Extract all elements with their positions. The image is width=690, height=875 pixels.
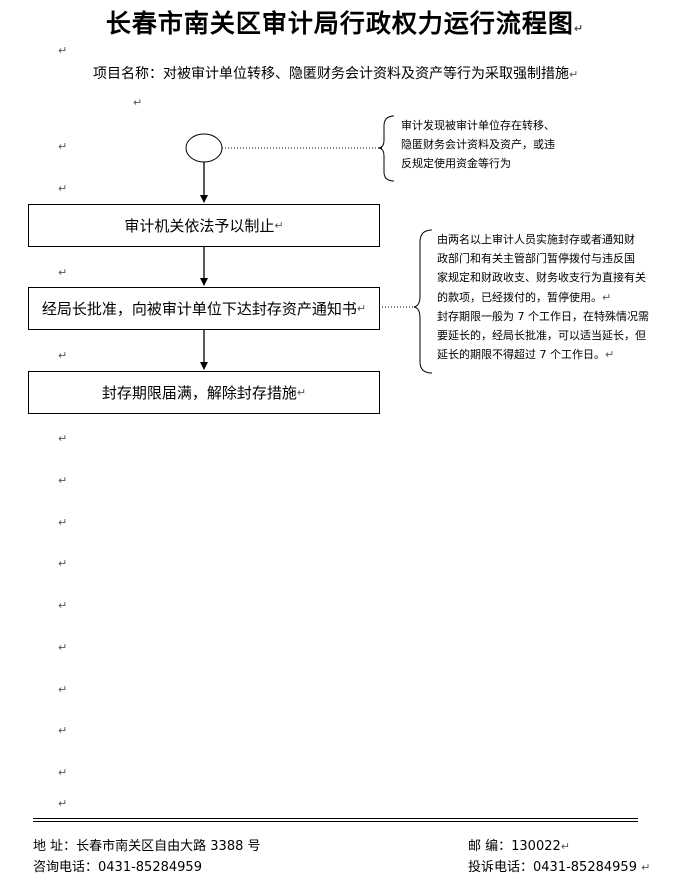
process-box-seal-notice: 经局长批准，向被审计单位下达封存资产通知书↵ <box>28 287 380 330</box>
paragraph-mark: ↵ <box>605 348 615 362</box>
paragraph-mark: ↵ <box>58 683 68 696</box>
seal-note-line: 要延长的，经局长批准，可以适当延长，但 <box>437 329 646 343</box>
seal-note-line: 的款项，已经拨付的，暂停使用。 <box>437 290 602 304</box>
paragraph-mark: ↵ <box>58 474 68 487</box>
paragraph-mark: ↵ <box>58 516 68 529</box>
complaint-label: 投诉电话： <box>468 860 534 875</box>
paragraph-mark: ↵ <box>58 557 68 570</box>
seal-note-line: 由两名以上审计人员实施封存或者通知财 <box>437 233 635 246</box>
footer-consult-phone: 咨询电话：0431-85284959 <box>33 856 202 875</box>
postcode-value: 130022 <box>511 839 561 854</box>
paragraph-mark: ↵ <box>296 386 307 399</box>
paragraph-mark: ↵ <box>58 266 68 279</box>
paragraph-mark: ↵ <box>58 432 68 445</box>
paragraph-mark: ↵ <box>58 641 68 654</box>
project-line: 项目名称：对被审计单位转移、隐匿财务会计资料及资产等行为采取强制措施↵ <box>93 63 578 83</box>
start-note-brace <box>377 115 395 182</box>
start-note-line: 审计发现被审计单位存在转移、 <box>401 119 555 132</box>
paragraph-mark: ↵ <box>356 302 367 315</box>
step-label: 封存期限届满，解除封存措施 <box>101 384 297 402</box>
step-label: 经局长批准，向被审计单位下达封存资产通知书 <box>41 300 357 318</box>
paragraph-mark: ↵ <box>58 599 68 612</box>
footer-rule <box>33 818 638 819</box>
footer-complaint-phone: 投诉电话：0431-85284959 ↵ <box>468 856 650 875</box>
step-label: 审计机关依法予以制止 <box>124 217 275 235</box>
seal-note: 由两名以上审计人员实施封存或者通知财 政部门和有关主管部门暂停拨付与违反国 家规… <box>437 230 649 364</box>
start-note-line: 反规定使用资金等行为 <box>401 157 511 170</box>
paragraph-mark: ↵ <box>569 68 579 81</box>
start-note: 审计发现被审计单位存在转移、 隐匿财务会计资料及资产，或违 反规定使用资金等行为 <box>401 116 555 173</box>
seal-note-line: 封存期限一般为 7 个工作日，在特殊情况需 <box>437 309 649 323</box>
paragraph-mark: ↵ <box>58 724 68 737</box>
paragraph-mark: ↵ <box>133 96 143 109</box>
paragraph-mark: ↵ <box>58 797 68 810</box>
paragraph-mark: ↵ <box>274 219 284 232</box>
title-text: 长春市南关区审计局行政权力运行流程图 <box>105 9 574 38</box>
start-circle <box>185 133 223 163</box>
process-box-stop: 审计机关依法予以制止↵ <box>28 204 380 247</box>
project-name: 对被审计单位转移、隐匿财务会计资料及资产等行为采取强制措施 <box>163 66 569 82</box>
project-label: 项目名称： <box>93 66 163 82</box>
postcode-label: 邮 编： <box>468 839 512 854</box>
paragraph-mark: ↵ <box>58 44 68 57</box>
paragraph-mark: ↵ <box>58 349 68 362</box>
address-value: 长春市南关区自由大路 3388 号 <box>76 839 261 854</box>
seal-note-line: 政部门和有关主管部门暂停拨付与违反国 <box>437 252 635 266</box>
paragraph-mark: ↵ <box>560 840 570 853</box>
paragraph-mark: ↵ <box>602 290 612 304</box>
paragraph-mark: ↵ <box>641 861 651 874</box>
seal-note-line: 家规定和财政收支、财务收支行为直接有关 <box>437 271 646 285</box>
footer-rule <box>33 821 638 822</box>
footer-address: 地 址：长春市南关区自由大路 3388 号 <box>33 835 261 854</box>
complaint-phone-value: 0431-85284959 <box>533 860 637 875</box>
process-box-release: 封存期限届满，解除封存措施↵ <box>28 371 380 414</box>
footer-postcode: 邮 编：130022↵ <box>468 835 570 854</box>
consult-phone-value: 0431-85284959 <box>98 860 202 875</box>
paragraph-mark: ↵ <box>58 766 68 779</box>
address-label: 地 址： <box>33 839 77 854</box>
step2-note-brace <box>413 229 433 374</box>
paragraph-mark: ↵ <box>58 140 68 153</box>
consult-label: 咨询电话： <box>33 860 99 875</box>
paragraph-mark: ↵ <box>573 22 585 35</box>
page-title: 长春市南关区审计局行政权力运行流程图↵ <box>0 4 690 40</box>
start-note-line: 隐匿财务会计资料及资产，或违 <box>401 138 555 151</box>
paragraph-mark: ↵ <box>58 182 68 195</box>
seal-note-line: 延长的期限不得超过 7 个工作日。 <box>437 348 605 362</box>
